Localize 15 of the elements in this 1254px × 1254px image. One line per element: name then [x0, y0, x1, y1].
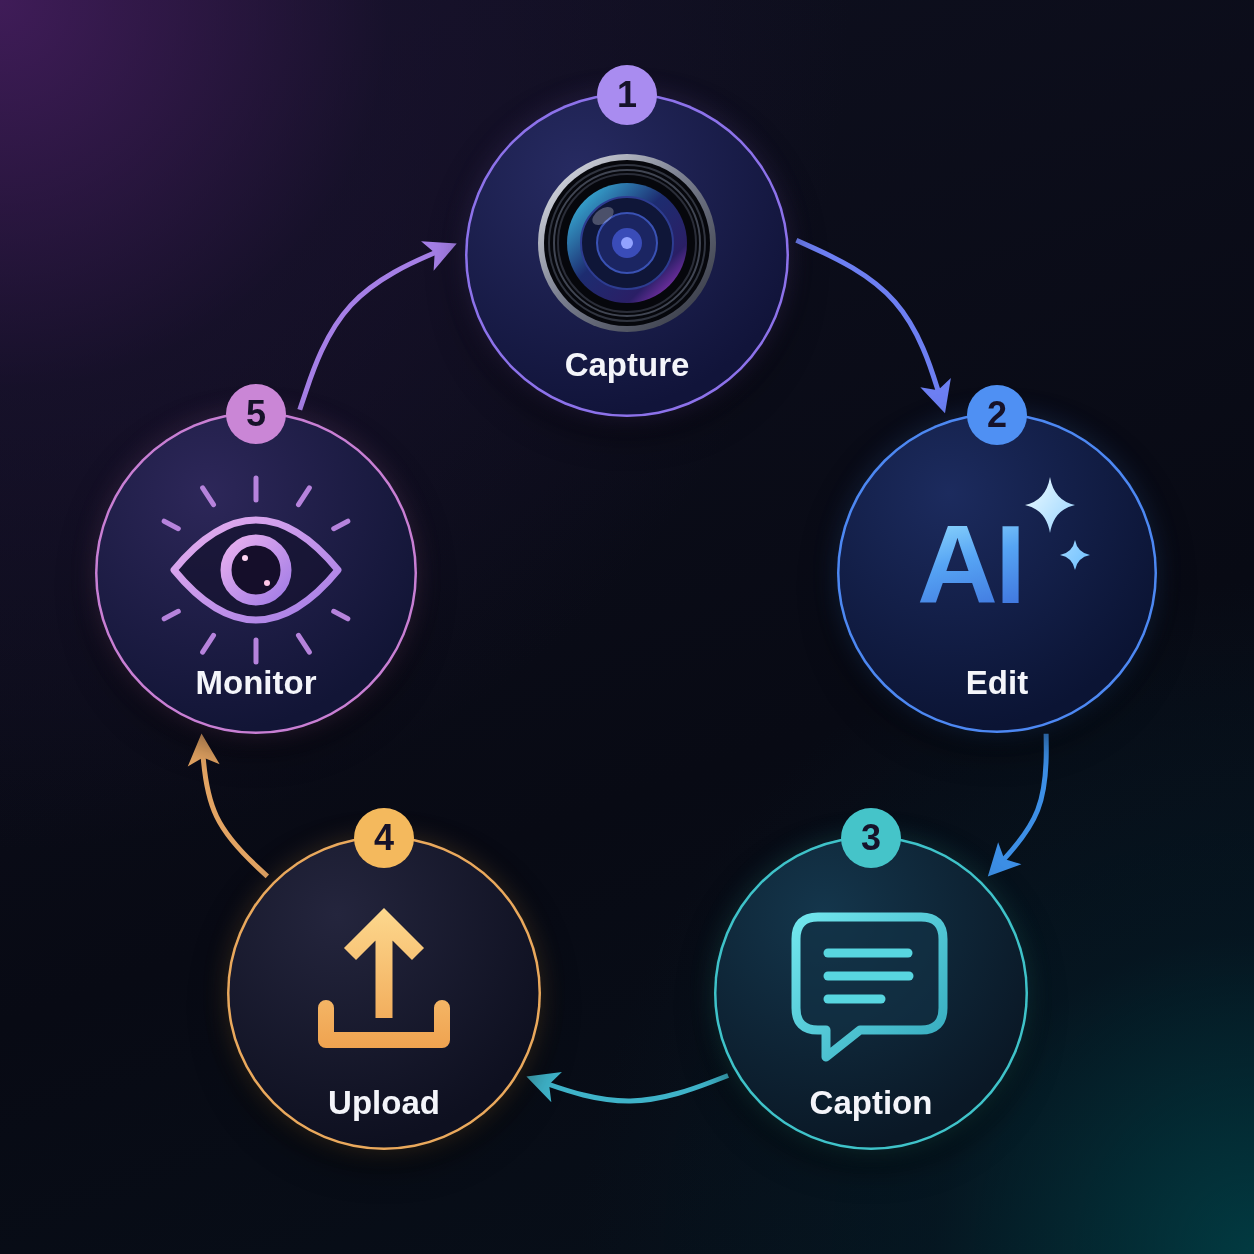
step-number-badge: 5: [226, 384, 286, 444]
arrow: [795, 237, 951, 414]
step-label: Edit: [965, 663, 1029, 703]
step-number-badge: 1: [597, 65, 657, 125]
step-number-badge: 2: [967, 385, 1027, 445]
step-label: Upload: [328, 1083, 440, 1123]
arrow: [187, 733, 270, 879]
step-number-badge: 4: [354, 808, 414, 868]
arrow: [297, 241, 457, 411]
step-label: Capture: [564, 345, 690, 385]
arrow: [987, 733, 1049, 877]
step-label: Monitor: [195, 663, 317, 703]
arrow: [526, 1072, 729, 1104]
step-number-badge: 3: [841, 808, 901, 868]
step-label: Caption: [809, 1083, 933, 1123]
